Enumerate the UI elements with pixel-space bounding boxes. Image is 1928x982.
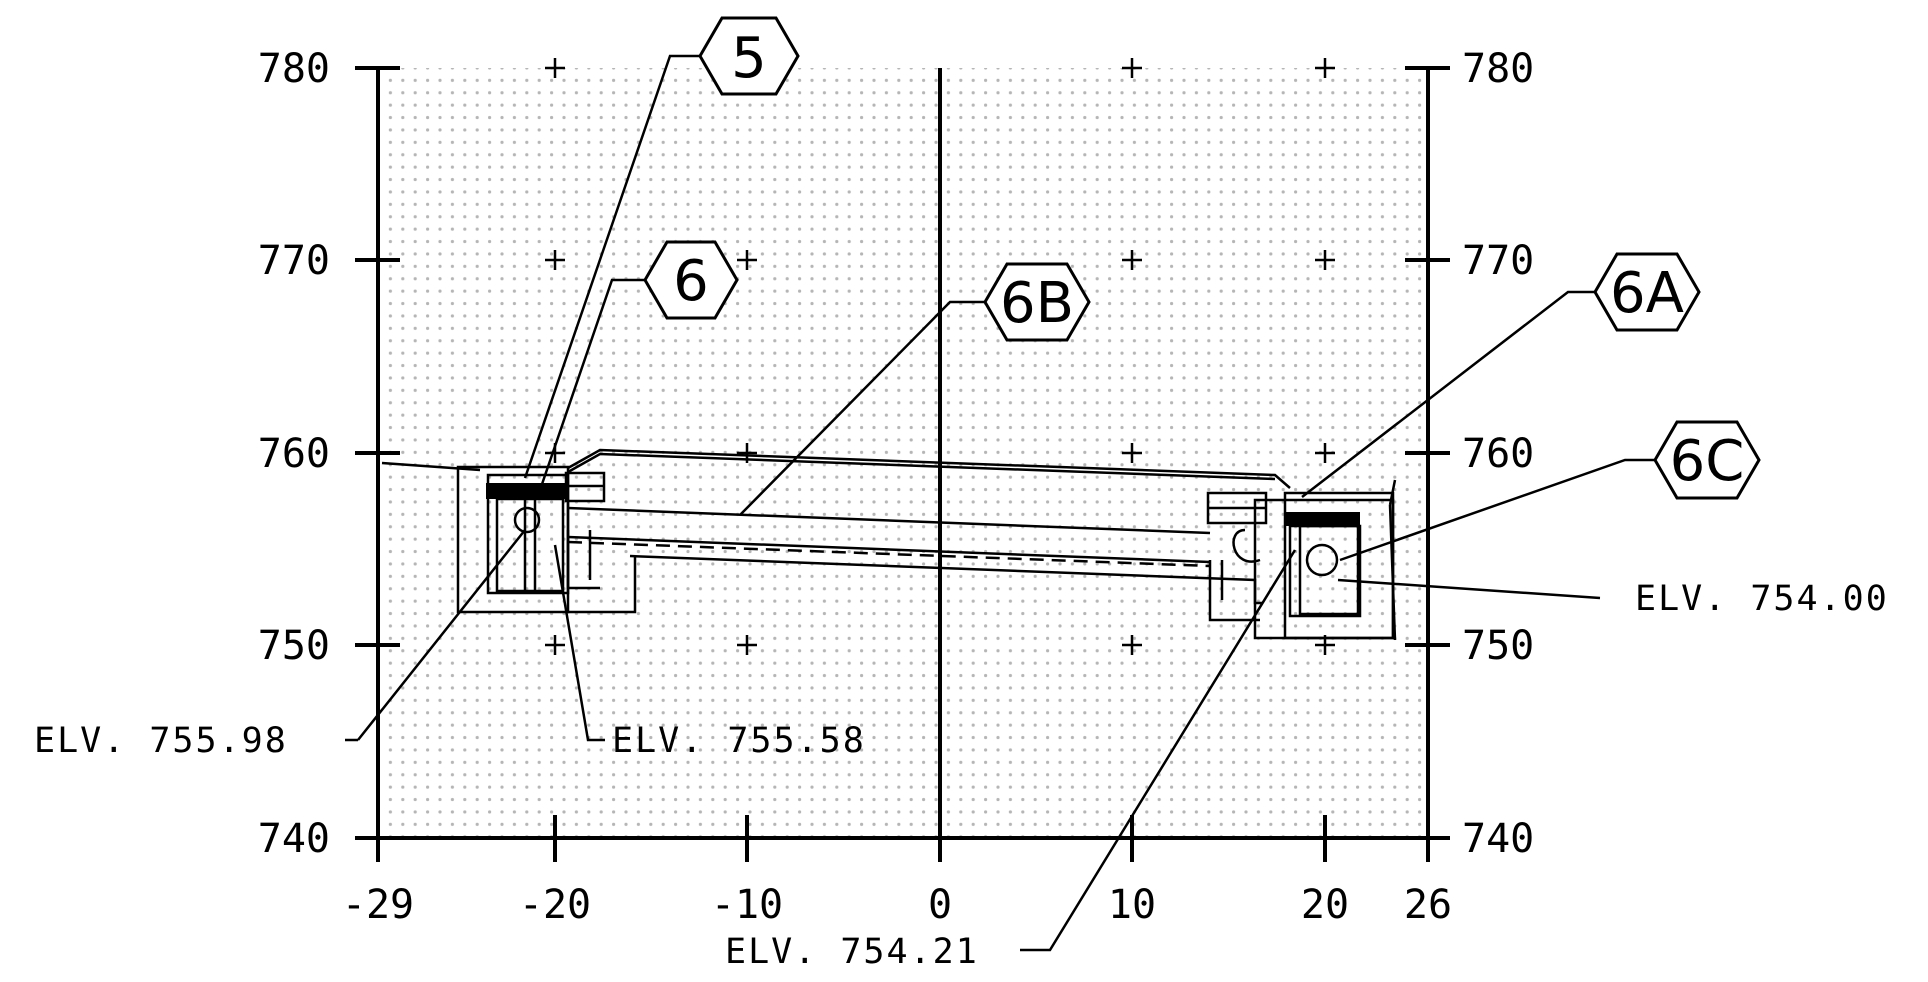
callout-label: 6 [673,249,709,314]
callout-6c: 6C [1653,420,1761,500]
y-axis-right-labels: 780 770 760 750 740 [1462,46,1534,862]
left-structure-cap [486,483,568,499]
y-tick-label: 780 [1462,46,1534,92]
elevation-label: ELV. 754.00 [1635,579,1889,619]
y-tick-label: 750 [258,623,330,669]
callout-label: 6C [1670,429,1745,494]
x-axis-labels: -29 -20 -10 0 10 20 26 [342,882,1452,928]
leader-lines [345,54,1655,952]
callout-6: 6 [643,240,739,320]
plot-area [378,68,1428,838]
y-tick-label: 780 [258,46,330,92]
callout-label: 6A [1610,261,1684,326]
left-structure [381,461,606,614]
callout-label: 5 [731,26,767,91]
elevation-labels: ELV. 755.98 ELV. 755.58 ELV. 754.21 ELV.… [34,579,1889,972]
elevation-label: ELV. 755.58 [612,721,866,761]
right-structure-cap [1285,512,1360,526]
x-tick-label: -20 [519,882,591,928]
y-tick-label: 740 [258,816,330,862]
y-tick-label: 740 [1462,816,1534,862]
x-tick-label: -29 [342,882,414,928]
elevation-label: ELV. 754.21 [725,932,979,972]
x-tick-label: 0 [928,882,952,928]
x-tick-label: 10 [1108,882,1156,928]
y-tick-label: 760 [1462,431,1534,477]
y-tick-label: 770 [258,238,330,284]
pipe-run [567,448,1291,614]
callout-5: 5 [698,16,800,96]
callout-label: 6B [1000,271,1074,336]
callout-6a: 6A [1593,252,1701,332]
x-tick-label: -10 [711,882,783,928]
x-tick-label: 20 [1301,882,1349,928]
right-pipe-invert [1305,543,1339,577]
y-tick-label: 750 [1462,623,1534,669]
x-tick-label: 26 [1404,882,1452,928]
plot-frame [355,66,1450,862]
callout-6b: 6B [983,262,1091,342]
left-pipe-invert [513,506,541,534]
elevation-label: ELV. 755.98 [34,721,288,761]
y-tick-label: 760 [258,431,330,477]
y-axis-left-labels: 780 770 760 750 740 [258,46,330,862]
y-tick-label: 770 [1462,238,1534,284]
